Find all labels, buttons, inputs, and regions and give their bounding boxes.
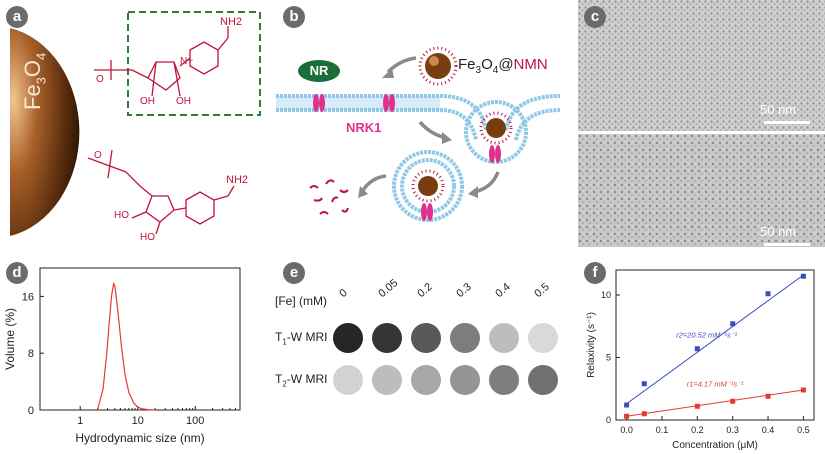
data-point-0: [730, 321, 736, 327]
y-axis-label-d: Volume (%): [3, 308, 17, 370]
t1-phantom-2: [411, 323, 441, 353]
scale-bar-top: [764, 121, 810, 124]
panel-e-label: e: [283, 262, 305, 284]
tem-image-top: [578, 0, 825, 131]
oh-label-1: OH: [140, 96, 155, 107]
fe-header: [Fe] (mM): [275, 294, 327, 308]
y-tick-label-d: 8: [28, 348, 34, 360]
panel-f-label: f: [584, 262, 606, 284]
plot-frame-f: [615, 269, 815, 421]
data-point-1: [624, 413, 630, 419]
y-tick-label-f: 10: [601, 290, 611, 300]
t1-phantom-3: [450, 323, 480, 353]
y-axis-label-f: Relaxivity (s⁻¹): [586, 312, 597, 378]
nh2-bottom-label: NH2: [226, 174, 249, 186]
scale-bar-bottom: [764, 243, 810, 246]
n-plus-label: N+: [180, 56, 194, 67]
y-tick-label-d: 16: [22, 291, 34, 303]
nh2-top-label: NH2: [220, 16, 243, 28]
data-point-1: [694, 403, 700, 409]
data-point-1: [641, 411, 647, 417]
t1-phantom-5: [528, 323, 558, 353]
panel-b-diagram: [276, 46, 561, 222]
fe-concentration-0: 0: [337, 286, 350, 300]
t2-row-label: T2-W MRI: [275, 372, 328, 389]
x-tick-label-f: 0.3: [726, 425, 739, 435]
oh-label-2: OH: [176, 96, 191, 107]
data-point-0: [694, 346, 700, 352]
fe3o4-core: [10, 28, 80, 236]
core-formula: Fe3O4: [20, 52, 49, 110]
x-tick-label-f: 0.2: [691, 425, 704, 435]
y-tick-label-f: 0: [606, 415, 611, 425]
receptor-label: NRK1: [346, 120, 382, 135]
fe-concentration-1: 0.05: [376, 277, 401, 300]
y-tick-label-d: 0: [28, 405, 34, 417]
tem-texture-bottom: [578, 134, 825, 247]
data-point-0: [765, 291, 771, 297]
t2-phantom-3: [450, 365, 480, 395]
t2-phantom-1: [372, 365, 402, 395]
t2-phantom-2: [411, 365, 441, 395]
fit-line-0: [626, 274, 804, 405]
panel-a-label: a: [6, 6, 28, 28]
t1-phantom-0: [333, 323, 363, 353]
x-tick-label-f: 0.5: [797, 425, 810, 435]
data-point-1: [765, 393, 771, 399]
data-point-0: [624, 402, 630, 408]
y-tick-label-f: 5: [606, 353, 611, 363]
particle-label: Fe3O4@NMN: [458, 56, 548, 76]
size-distribution-curve: [96, 281, 156, 411]
x-axis-label-f: Concentration (μM): [672, 440, 758, 451]
nr-badge: NR: [298, 60, 340, 82]
x-tick-label-f: 0.4: [762, 425, 775, 435]
fe-concentration-2: 0.2: [415, 280, 435, 300]
x-tick-label-d: 100: [186, 415, 204, 427]
x-tick-label-d: 10: [132, 415, 144, 427]
scale-label-top: 50 nm: [760, 102, 797, 117]
data-point-0: [641, 381, 647, 387]
data-point-1: [730, 398, 736, 404]
plot-frame-d: [39, 267, 241, 411]
t1-phantom-1: [372, 323, 402, 353]
x-tick-label-d: 1: [77, 415, 83, 427]
tem-texture-top: [578, 0, 825, 131]
fe-concentration-5: 0.5: [532, 280, 552, 300]
o-label-2: O: [94, 150, 102, 161]
t2-phantom-5: [528, 365, 558, 395]
ho-label-2: HO: [140, 232, 155, 243]
t2-phantom-4: [489, 365, 519, 395]
o-label-1: O: [96, 74, 104, 85]
panel-c-label: c: [584, 6, 606, 28]
fe-concentration-4: 0.4: [493, 280, 513, 300]
x-tick-label-f: 0.1: [656, 425, 669, 435]
data-point-0: [800, 273, 806, 279]
fit-line-1: [626, 389, 804, 417]
relaxivity-annotation-0: r2=20.52 mM⁻¹s⁻¹: [676, 331, 738, 340]
x-tick-label-f: 0.0: [620, 425, 633, 435]
panel-b-label: b: [283, 6, 305, 28]
t1-phantom-4: [489, 323, 519, 353]
relaxivity-annotation-1: r1=4.17 mM⁻¹s⁻¹: [687, 379, 744, 388]
x-axis-label-d: Hydrodynamic size (nm): [75, 431, 204, 445]
tem-image-bottom: [578, 134, 825, 247]
data-point-1: [800, 387, 806, 393]
ho-label-1: HO: [114, 210, 129, 221]
panel-d-label: d: [6, 262, 28, 284]
t2-phantom-0: [333, 365, 363, 395]
fe-concentration-3: 0.3: [454, 280, 474, 300]
t1-row-label: T1-W MRI: [275, 330, 328, 347]
panel-a-structure: [10, 11, 261, 236]
nicotinamide-box: [127, 11, 261, 116]
scale-label-bottom: 50 nm: [760, 224, 797, 239]
